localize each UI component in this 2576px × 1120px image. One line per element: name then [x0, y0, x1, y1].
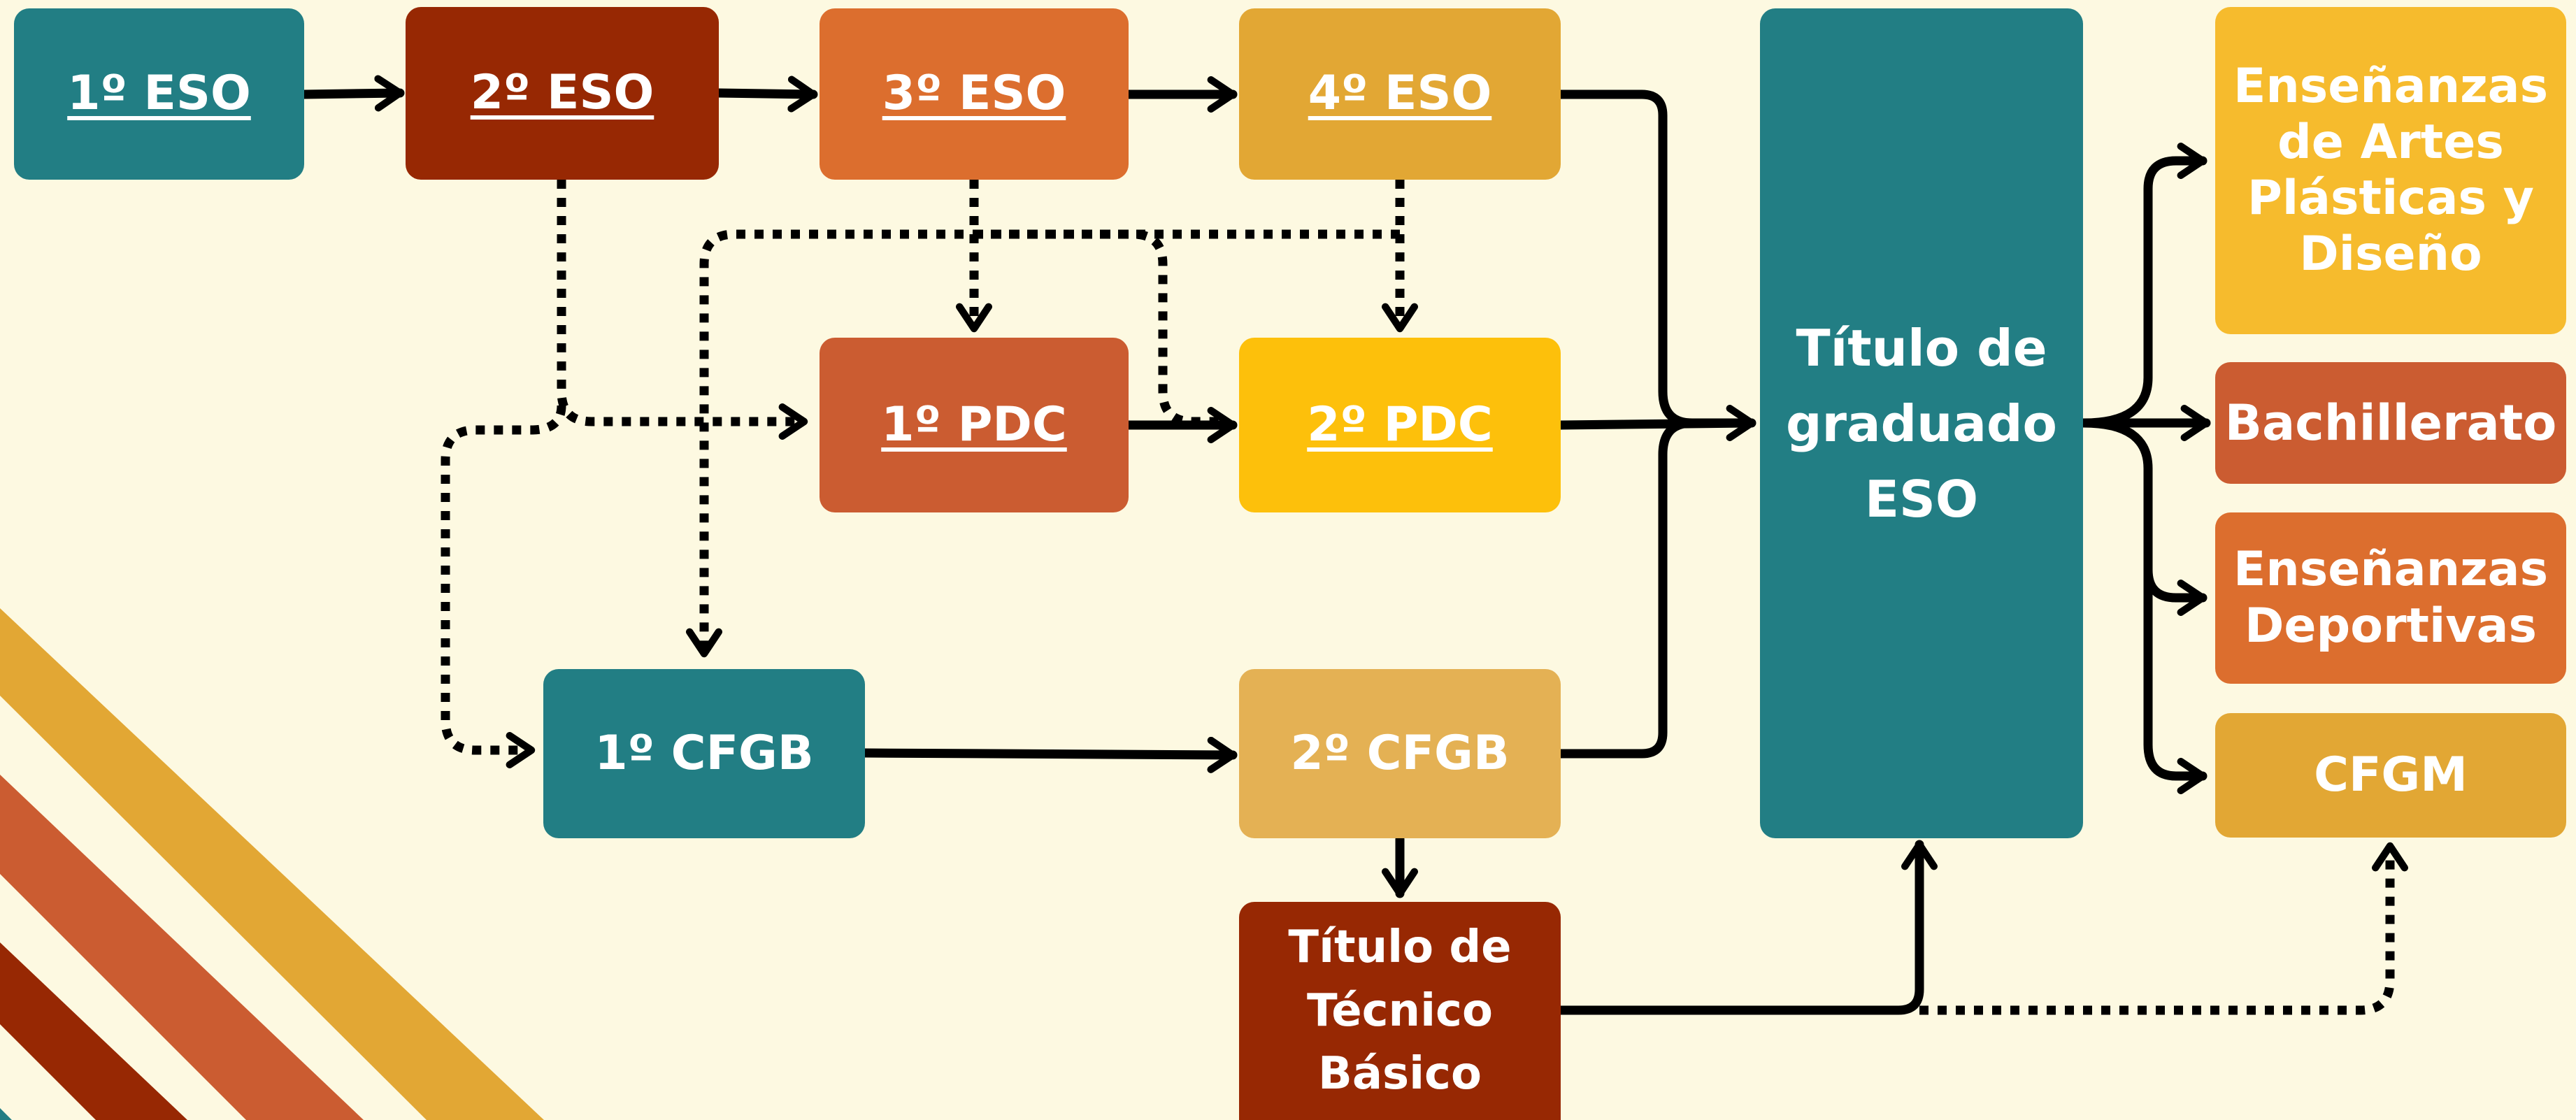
- edge-graduado-artes: [2079, 143, 2208, 428]
- edge-cfgb2-graduado: [1556, 418, 1697, 759]
- node-1-eso[interactable]: 1º ESO: [14, 8, 304, 180]
- edge-eso4-cfgb1: [686, 229, 1400, 658]
- node-2-pdc[interactable]: 2º PDC: [1239, 338, 1561, 512]
- edge-cfgb1-cfgb2: [860, 736, 1238, 773]
- node-2-cfgb: 2º CFGB: [1239, 669, 1561, 838]
- edge-eso4-graduado: [1556, 89, 1756, 441]
- edge-tecnico-graduado: [1556, 840, 1938, 1015]
- node-titulo-tecnico-basico: Título de Técnico Básico: [1239, 902, 1561, 1120]
- edge-eso1-eso2: [299, 75, 405, 112]
- edge-eso2-eso3: [714, 76, 818, 113]
- edge-graduado-cfgm: [2143, 554, 2208, 794]
- node-bachillerato: Bachillerato: [2215, 362, 2566, 484]
- edge-eso3-pdc2: [974, 229, 1220, 426]
- edge-eso2-cfgb1: [441, 405, 566, 768]
- node-2-eso[interactable]: 2º ESO: [406, 7, 719, 180]
- node-titulo-graduado-eso: Título de graduado ESO: [1760, 8, 2083, 838]
- node-cfgm: CFGM: [2215, 713, 2566, 838]
- edge-tecnico-cfgm: [1919, 842, 2408, 1015]
- node-1-cfgb: 1º CFGB: [543, 669, 865, 838]
- node-3-eso[interactable]: 3º ESO: [820, 8, 1129, 180]
- edge-eso2-pdc1: [557, 180, 808, 440]
- edge-graduado-deportivas: [2079, 418, 2208, 616]
- node-1-pdc[interactable]: 1º PDC: [820, 338, 1129, 512]
- node-artes-plasticas-diseno: Enseñanzas de Artes Plásticas y Diseño: [2215, 7, 2566, 334]
- edge-pdc2-graduado: [1556, 418, 1753, 430]
- node-ensenanzas-deportivas: Enseñanzas Deportivas: [2215, 512, 2566, 684]
- node-4-eso[interactable]: 4º ESO: [1239, 8, 1561, 180]
